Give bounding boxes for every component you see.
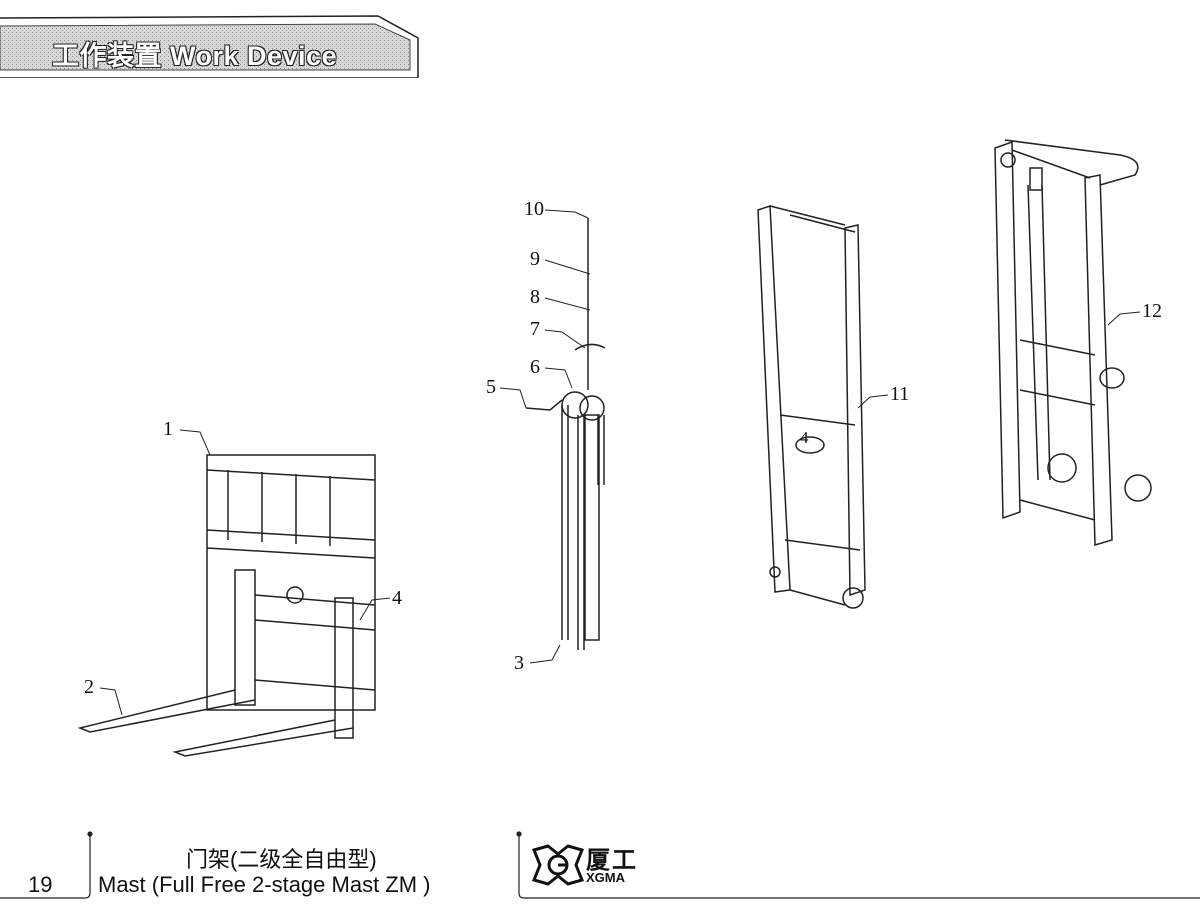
banner-shape [0,15,419,78]
callout-11: 11 [890,383,910,405]
callout-leaders [99,209,1141,716]
fork-carriage-illustration [77,454,376,757]
callout-4: 4 [392,587,402,609]
callout-9: 9 [530,248,540,270]
xgma-logo-icon [531,844,585,886]
callout-4-mast: 4 [800,428,809,447]
logo-text-chinese: 厦工 [586,847,638,874]
callout-12: 12 [1142,300,1162,322]
section-banner: 工作装置 Work Device [0,8,420,78]
caption-english: Mast (Full Free 2-stage Mast ZM ) [98,872,431,897]
chain-assembly-illustration [525,218,606,650]
callout-1: 1 [163,418,173,440]
callout-5: 5 [486,376,496,398]
inner-mast-illustration [994,139,1152,546]
callout-2: 2 [84,676,94,698]
callout-6: 6 [530,356,540,378]
logo-text-english: XGMA [586,870,625,885]
callout-8: 8 [530,286,540,308]
outer-mast-illustration [757,204,866,609]
callout-10: 10 [524,198,544,220]
callout-7: 7 [530,318,540,340]
caption-chinese: 门架(二级全自由型) [186,847,377,872]
page-number: 19 [28,872,53,897]
section-title: 工作装置 Work Device [52,41,338,71]
callout-3: 3 [514,652,524,674]
